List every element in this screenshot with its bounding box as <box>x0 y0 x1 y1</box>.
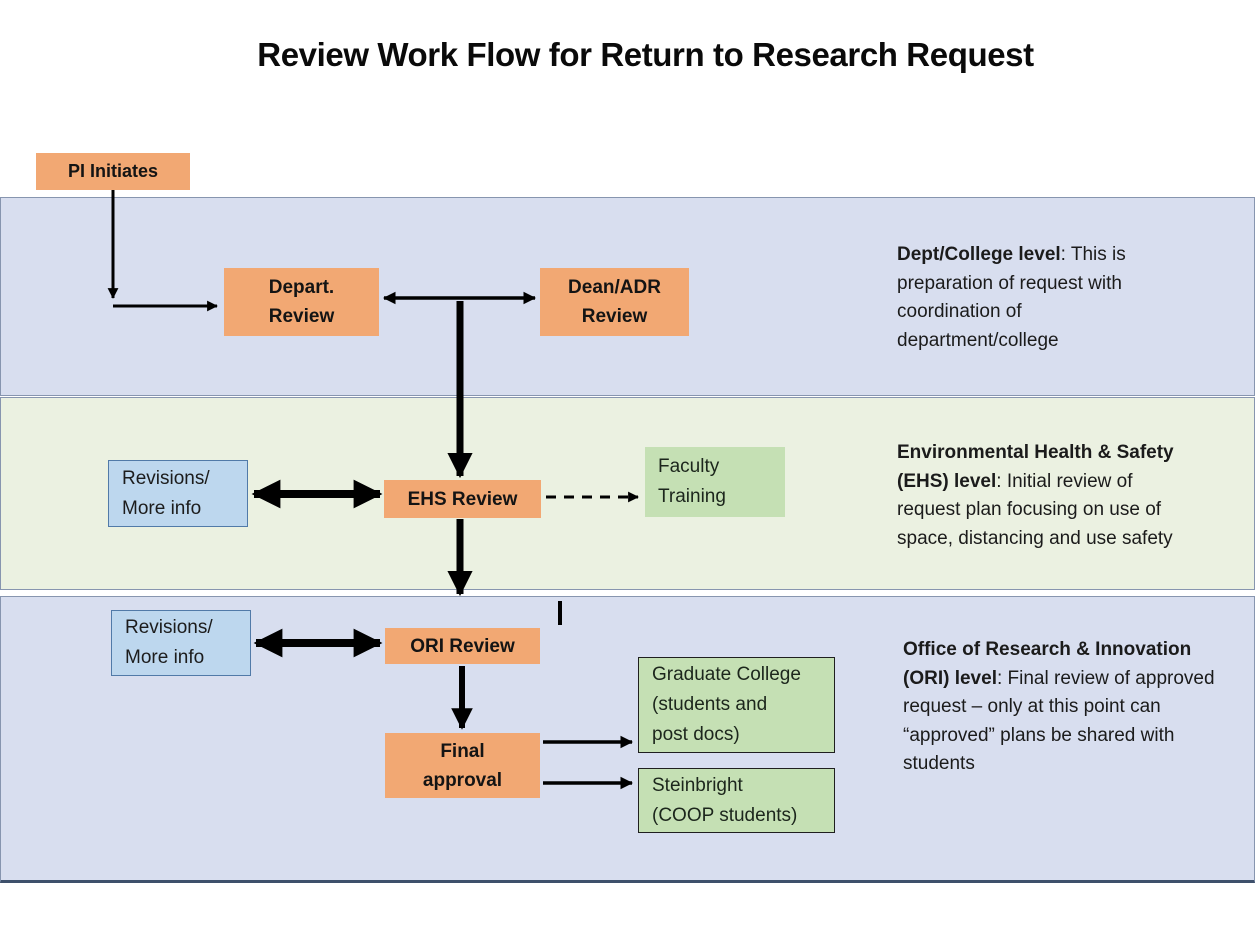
node-dean-adr-review: Dean/ADR Review <box>540 268 689 336</box>
node-pi-initiates: PI Initiates <box>36 153 190 190</box>
node-revisions-more-info-ehs: Revisions/ More info <box>108 460 248 527</box>
annotation-dept-college-level: Dept/College level: This is preparation … <box>897 241 1169 355</box>
node-faculty-training: Faculty Training <box>645 447 785 517</box>
node-revisions-more-info-ori: Revisions/ More info <box>111 610 251 676</box>
node-ori-review: ORI Review <box>385 628 540 664</box>
annotation-ehs-level: Environmental Health & Safety (EHS) leve… <box>897 439 1199 553</box>
node-steinbright: Steinbright (COOP students) <box>638 768 835 833</box>
node-depart-review: Depart. Review <box>224 268 379 336</box>
annotation-dept-college-bold: Dept/College level <box>897 244 1061 265</box>
annotation-ehs-rest: : Initial review of request plan focusin… <box>897 470 1173 549</box>
page-title: Review Work Flow for Return to Research … <box>257 36 1034 73</box>
annotation-ori-level: Office of Research & Innovation (ORI) le… <box>903 636 1221 779</box>
annotation-ori-bold: Office of Research & Innovation (ORI) le… <box>903 639 1192 689</box>
node-graduate-college: Graduate College (students and post docs… <box>638 657 835 753</box>
node-ehs-review: EHS Review <box>384 480 541 518</box>
annotation-ori-rest: : Final review of approved request – onl… <box>903 667 1215 775</box>
annotation-dept-college-rest: : This is preparation of request with co… <box>897 244 1126 351</box>
node-final-approval: Final approval <box>385 733 540 798</box>
annotation-ehs-bold: Environmental Health & Safety (EHS) leve… <box>897 442 1174 492</box>
